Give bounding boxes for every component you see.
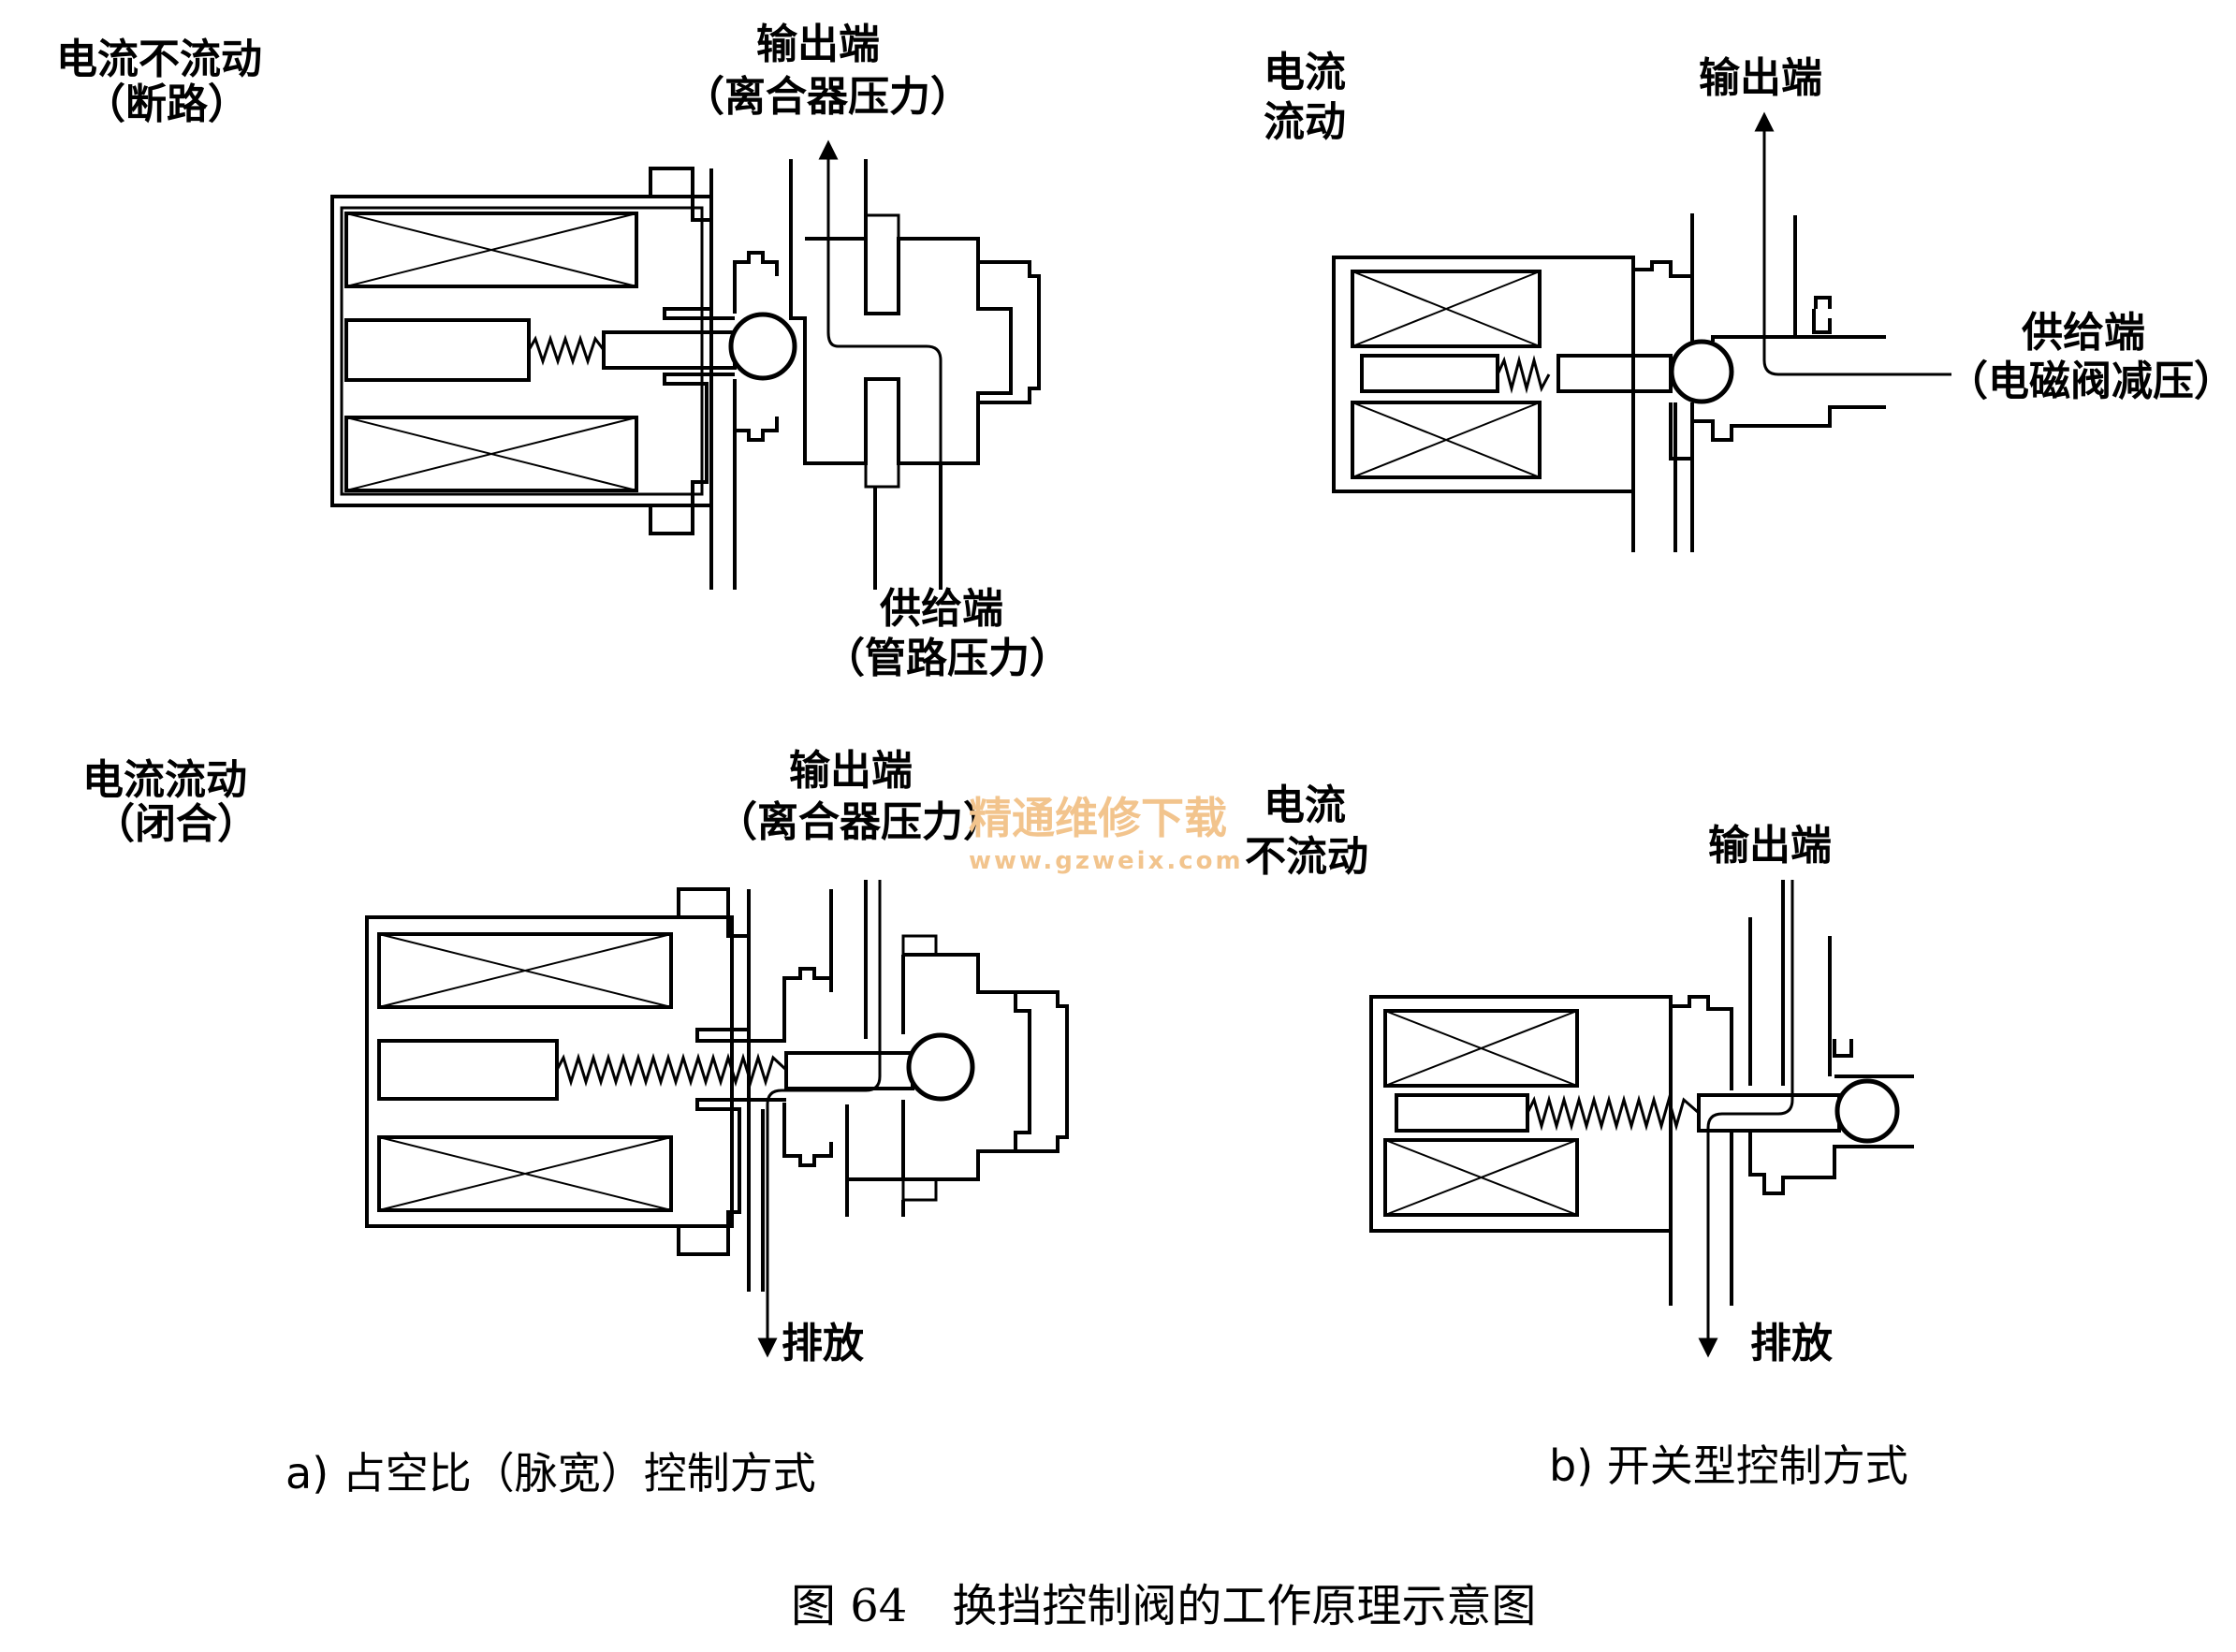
coil-winding-lower: [1351, 401, 1542, 479]
flow-path-output-to-drain: [757, 880, 882, 1358]
figure-caption: 图 64 换挡控制阀的工作原理示意图: [791, 1580, 1536, 1632]
coil-winding-upper: [377, 932, 673, 1009]
state-label-a-off-2: （断路）: [84, 80, 249, 128]
state-label-a-off-1: 电流不流动: [56, 36, 262, 83]
state-label-a-on-2: （闭合）: [94, 800, 258, 848]
drain-label-b-off: 排放: [1750, 1320, 1833, 1367]
plunger: [344, 318, 531, 382]
caption-panel-a: a) 占空比（脉宽）控制方式: [285, 1448, 816, 1498]
valve-stem: [784, 1051, 914, 1090]
state-label-b-on-2: 流动: [1264, 98, 1346, 146]
output-label-b-off: 输出端: [1708, 822, 1832, 870]
valve-a-off: [330, 139, 1041, 590]
valve-b-on: [1332, 111, 1951, 552]
check-ball: [1669, 339, 1734, 404]
state-label-a-on-1: 电流流动: [82, 756, 247, 804]
valve-stem: [602, 330, 737, 370]
coil-winding-lower: [377, 1135, 673, 1212]
state-label-b-off-1: 电流: [1264, 782, 1346, 829]
coil-winding-lower: [1383, 1138, 1579, 1217]
valve-b-off: [1369, 880, 1914, 1358]
caption-panel-b: b) 开关型控制方式: [1549, 1440, 1908, 1491]
plunger: [377, 1039, 559, 1101]
supply-label-b-on-1: 供给端: [2022, 309, 2145, 357]
check-ball: [906, 1032, 975, 1102]
plunger: [1395, 1093, 1529, 1133]
spool-right-cap: [978, 260, 1041, 404]
output-label-a-off-2: （离合器压力）: [683, 73, 972, 121]
check-ball: [728, 312, 797, 381]
spring: [1526, 1094, 1700, 1132]
valve-seat-block-lower: [733, 379, 779, 442]
solenoid-coil-housing: [1369, 995, 1673, 1233]
flow-path-output-to-drain: [1698, 880, 1794, 1358]
output-label-b-on: 输出端: [1699, 54, 1822, 102]
valve-body-left: [649, 167, 735, 535]
valve-body: [1631, 213, 1694, 278]
valve-a-on: [365, 880, 1069, 1358]
output-label-a-off-1: 输出端: [756, 21, 880, 68]
supply-label-a-off-1: 供给端: [880, 585, 1003, 633]
output-label-a-on-2: （离合器压力）: [716, 798, 1004, 846]
supply-label-a-off-2: （管路压力）: [824, 635, 1071, 682]
output-label-a-on-1: 输出端: [789, 747, 913, 795]
flow-path-supply-to-output: [1754, 111, 1951, 376]
coil-winding-upper: [344, 212, 638, 288]
check-ball: [1834, 1078, 1900, 1144]
spool-right-cap: [1016, 990, 1069, 1153]
plunger: [1360, 354, 1499, 393]
valve-body: [1669, 995, 1733, 1090]
solenoid-coil-housing: [1332, 256, 1635, 493]
flow-path-supply-to-output: [818, 139, 943, 562]
drain-label-a-on: 排放: [782, 1320, 864, 1367]
coil-winding-upper: [1351, 270, 1542, 348]
coil-winding-upper: [1383, 1009, 1579, 1088]
state-label-b-on-1: 电流: [1264, 49, 1346, 96]
supply-label-b-on-2: （电磁阀减压）: [1947, 358, 2235, 405]
watermark-line1: 精通维修下载: [969, 793, 1227, 843]
coil-winding-lower: [344, 416, 638, 492]
spring: [1496, 355, 1551, 394]
spring: [555, 1052, 788, 1088]
watermark-line2: www.gzweix.com: [969, 847, 1244, 875]
valve-stem: [1556, 354, 1673, 393]
spool-body: [789, 187, 1013, 465]
valve-seat-block-upper: [733, 251, 779, 314]
spring: [527, 334, 606, 366]
state-label-b-off-2: 不流动: [1245, 833, 1368, 881]
